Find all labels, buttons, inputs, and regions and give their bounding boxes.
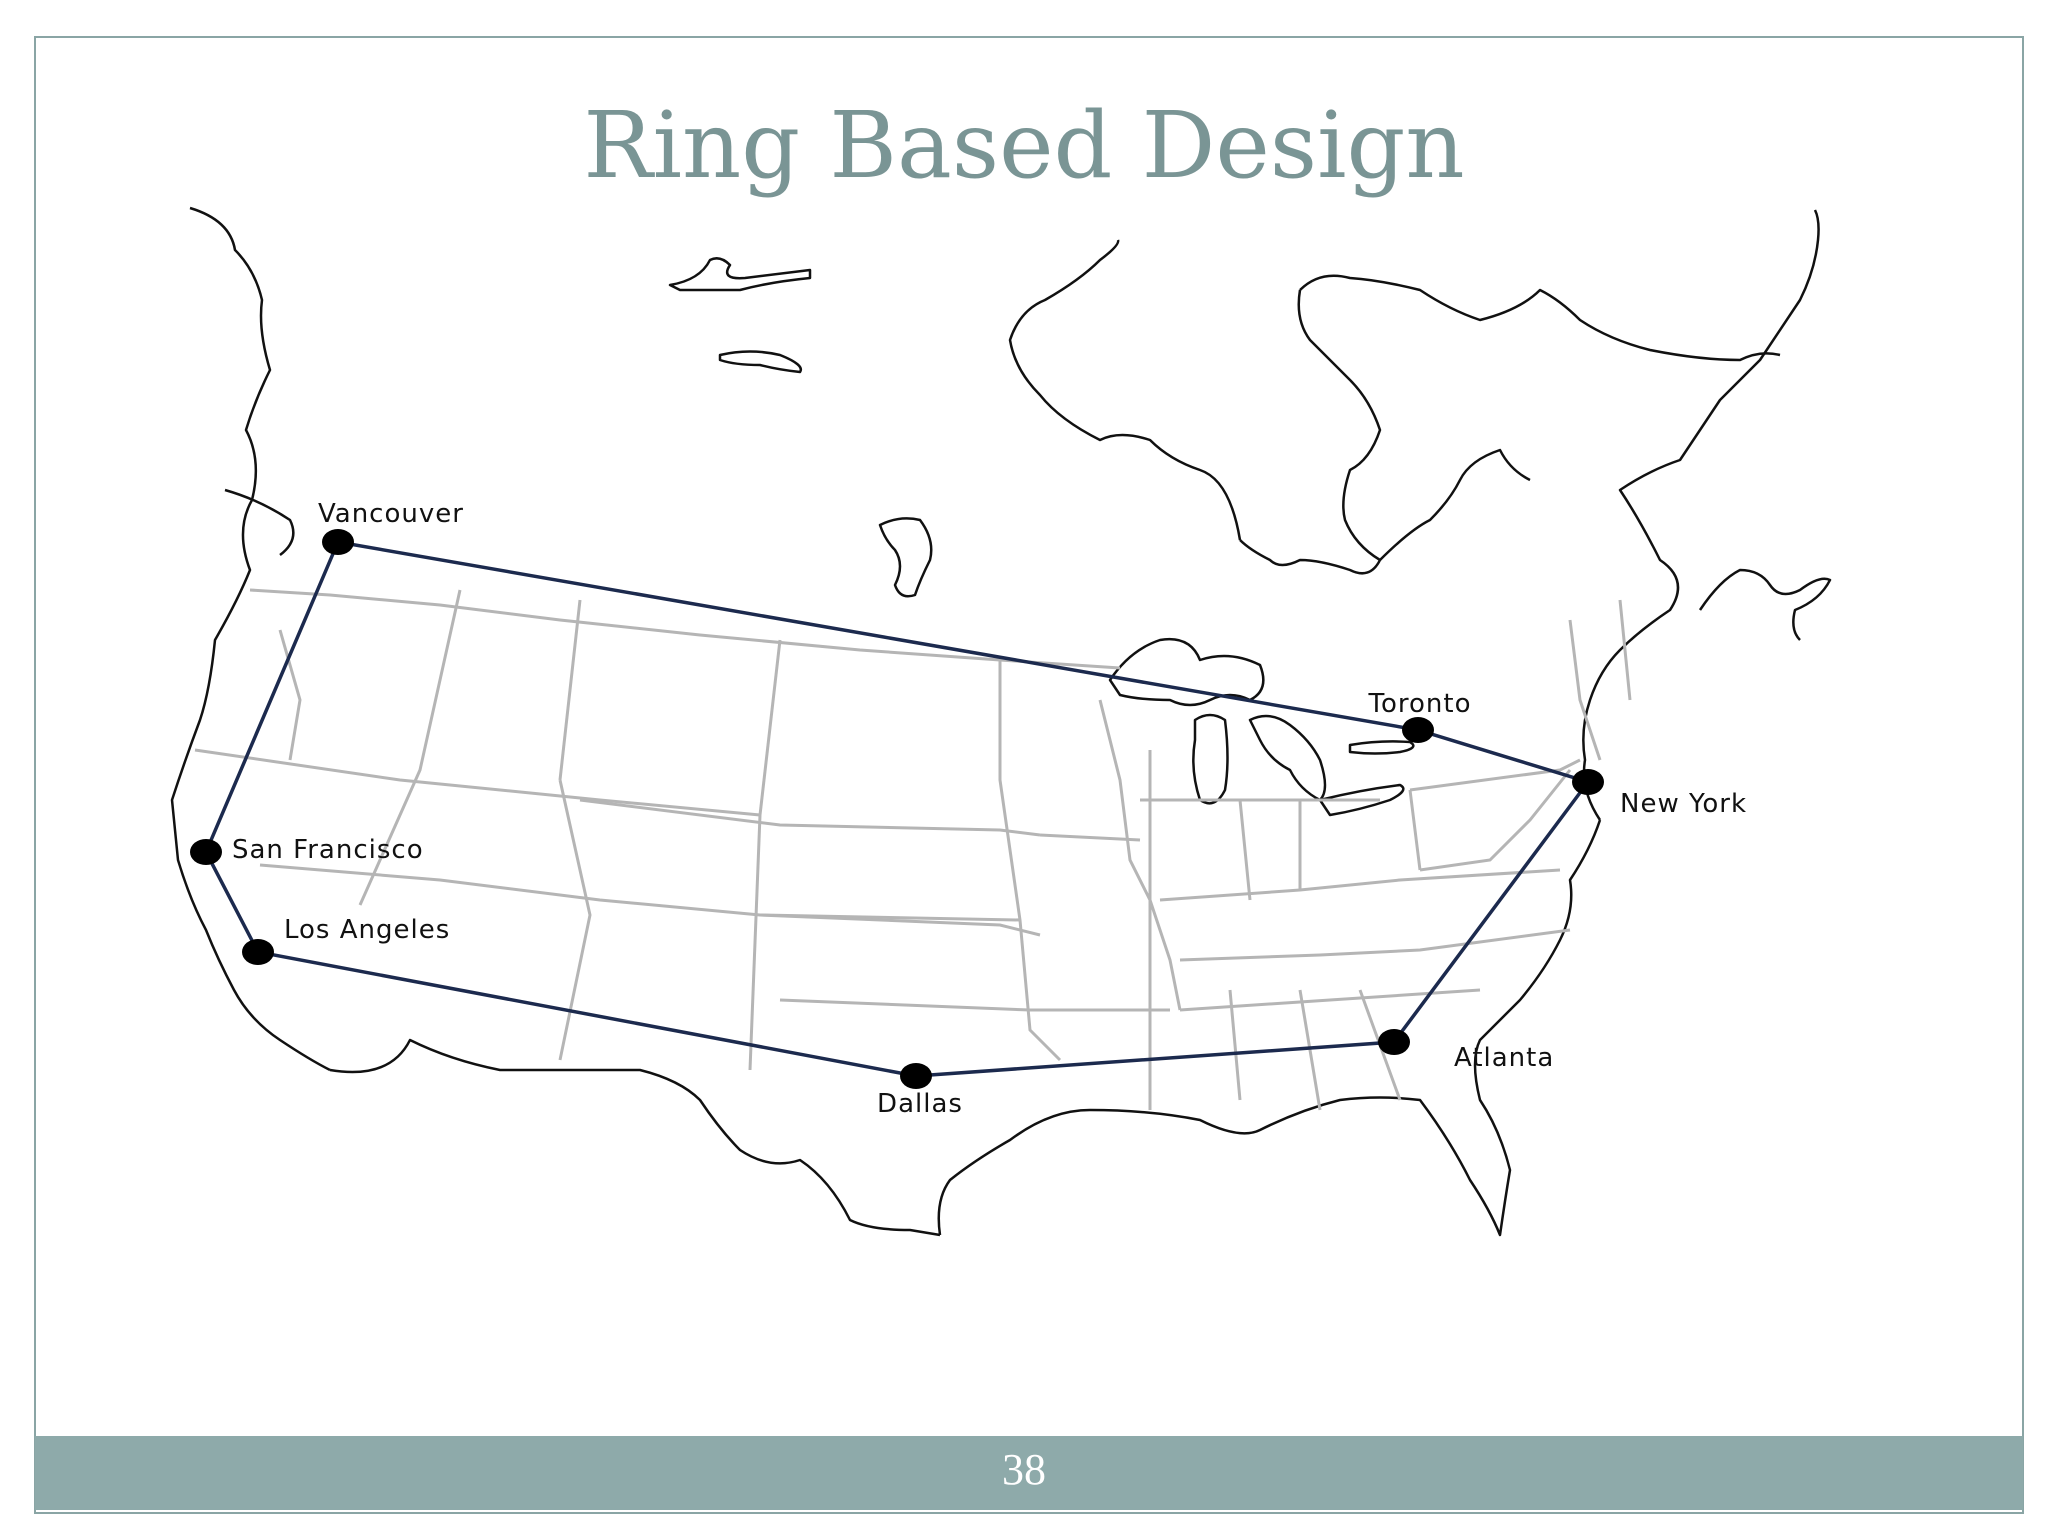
dallas-label: Dallas [877,1089,963,1119]
ring-connection-line [204,540,1591,1078]
san-francisco-label: San Francisco [232,835,424,865]
dallas-marker [900,1063,932,1089]
los-angeles-marker [242,939,274,965]
toronto-marker [1402,717,1434,743]
slide-title: Ring Based Design [583,92,1465,199]
new-york-label: New York [1620,789,1747,819]
los-angeles-label: Los Angeles [284,915,450,945]
atlanta-marker [1378,1029,1410,1055]
ring-network [204,540,1591,1078]
toronto-label: Toronto [1368,689,1472,719]
footer-bar [35,1436,2023,1510]
page-number: 38 [1002,1445,1046,1494]
coastline-group [170,206,1832,1237]
vancouver-label: Vancouver [318,499,464,529]
atlanta-label: Atlanta [1454,1043,1554,1073]
vancouver-marker [322,529,354,555]
new-york-marker [1572,769,1604,795]
san-francisco-marker [190,839,222,865]
